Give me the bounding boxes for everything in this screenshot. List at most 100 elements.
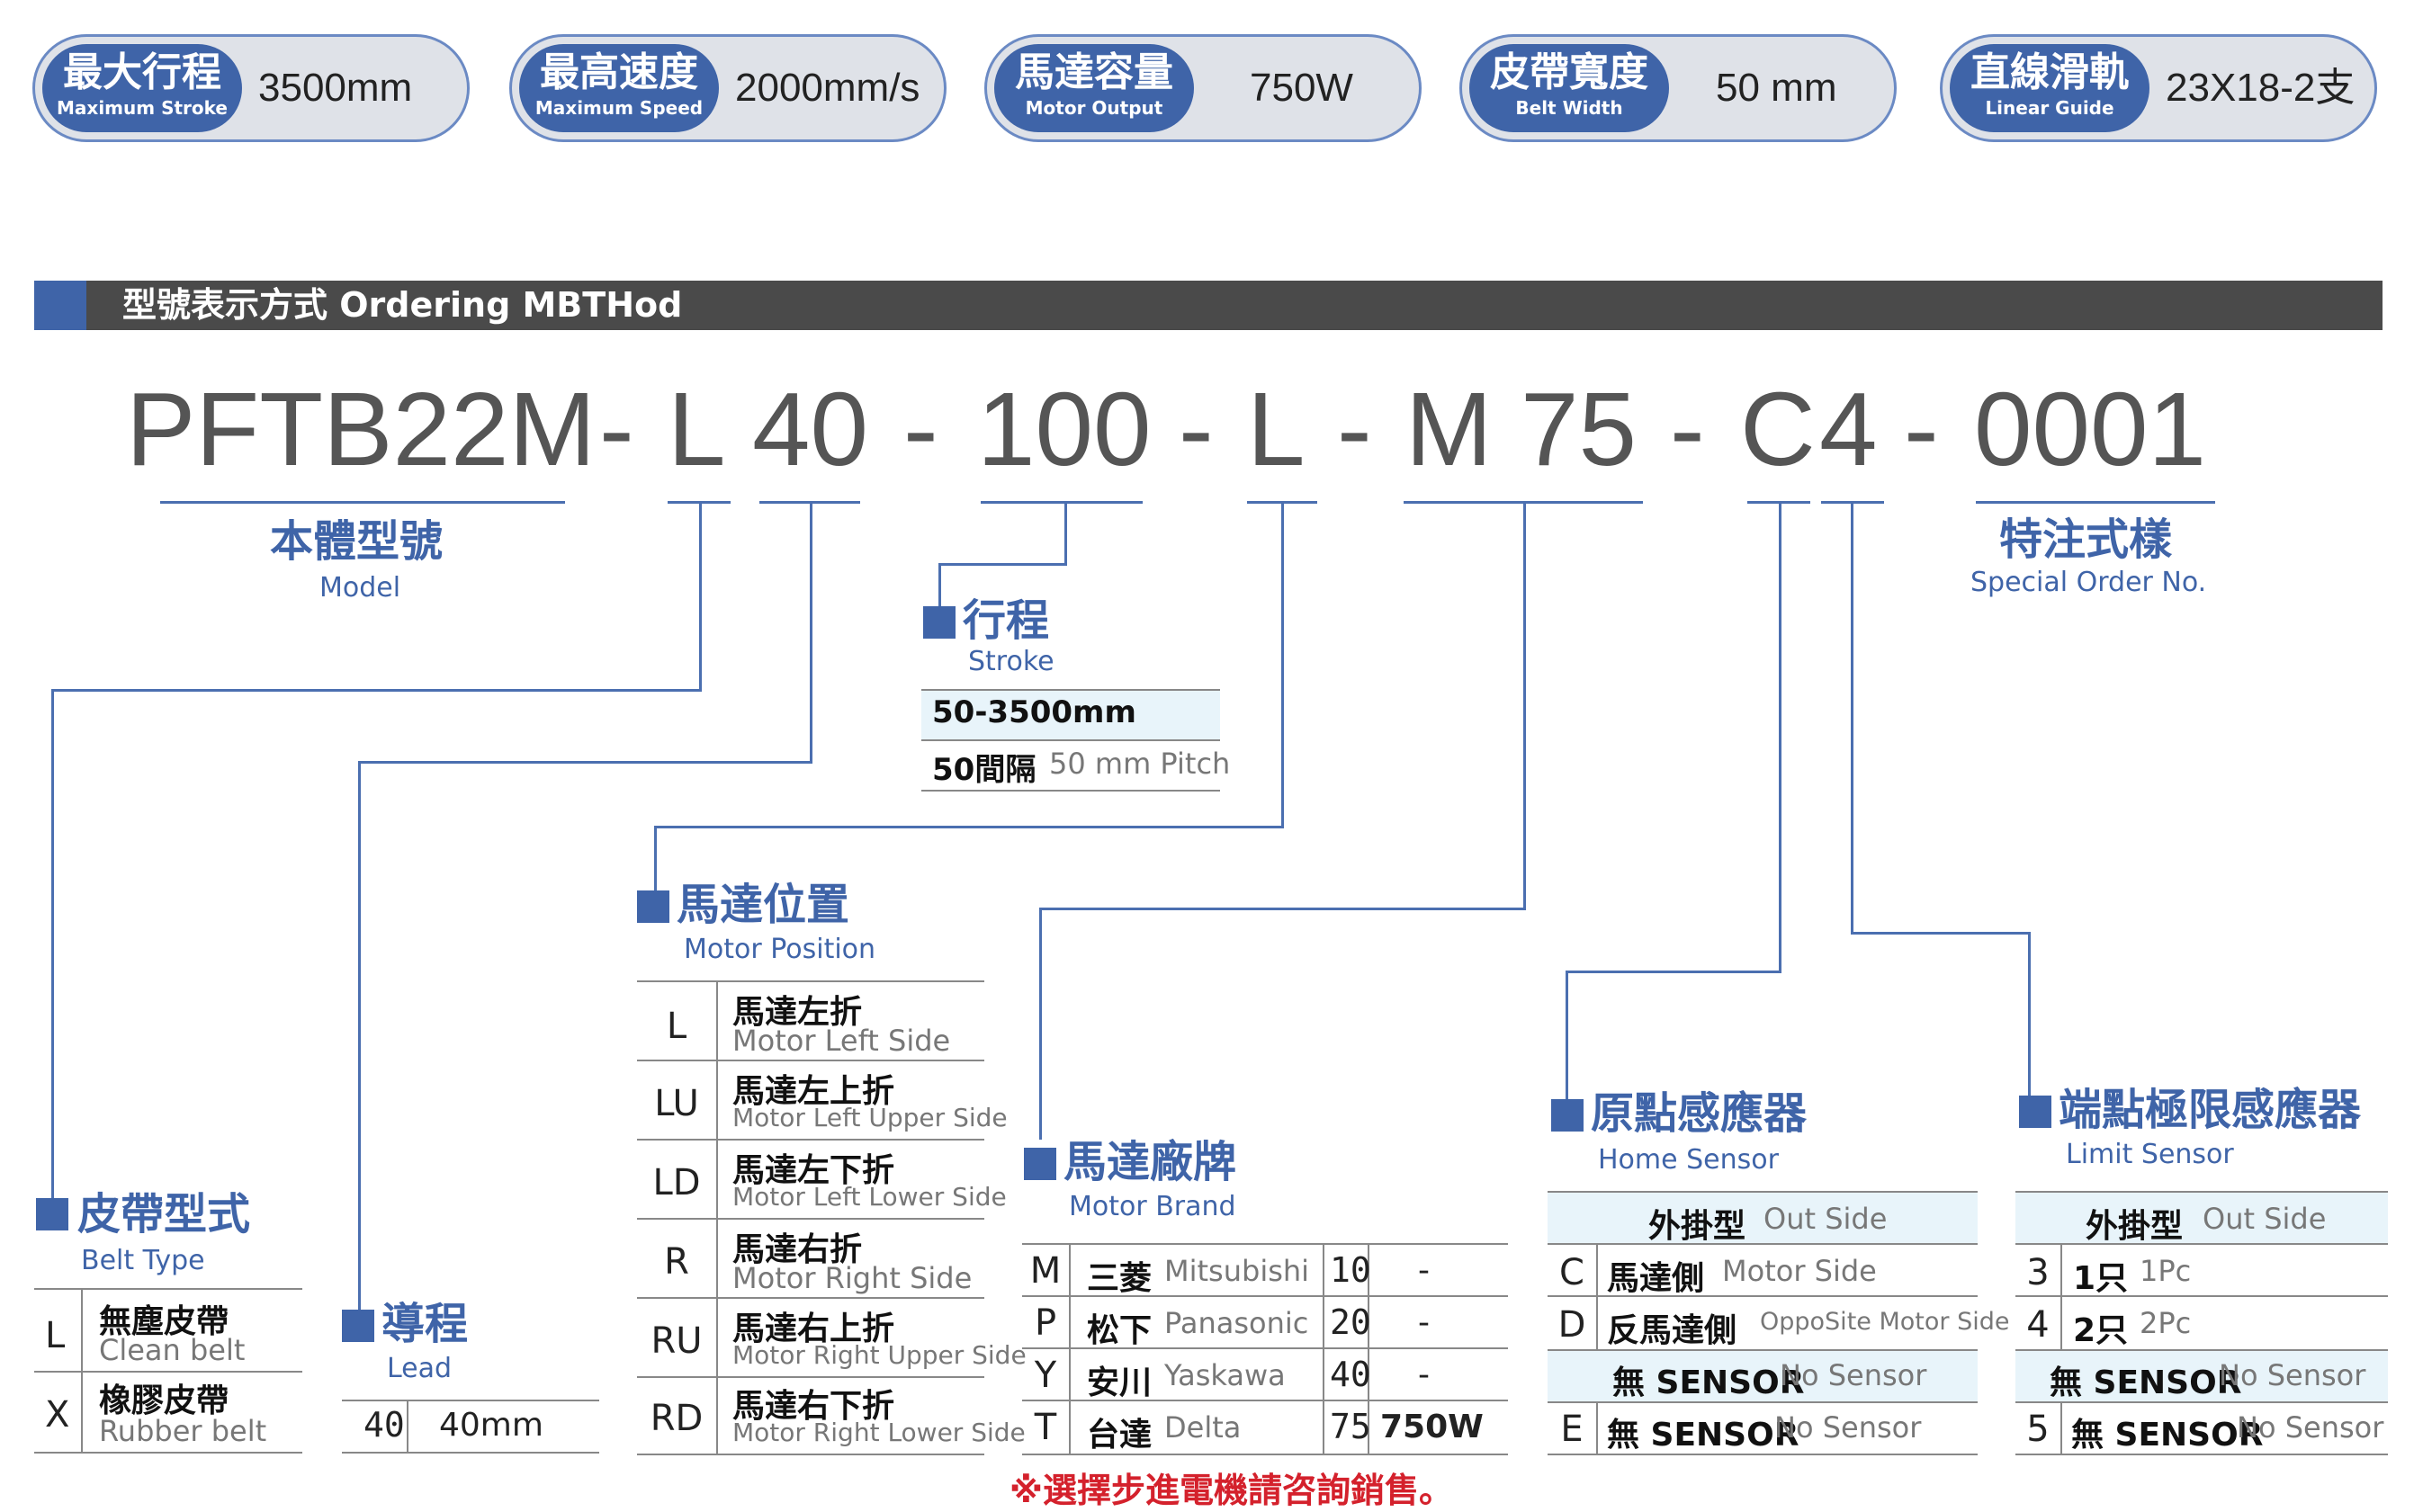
- limit-zh: 1只: [2073, 1260, 2129, 1297]
- row-divider: [1022, 1347, 1508, 1349]
- stroke-label-en: Stroke: [968, 646, 1054, 677]
- connector: [1566, 971, 1568, 1101]
- spec-max-stroke: 最大行程 Maximum Stroke 3500mm: [32, 34, 470, 142]
- code-belt: L: [668, 371, 726, 488]
- position-en: Motor Right Lower Side: [732, 1418, 1026, 1447]
- limit-none-row: [2015, 1351, 2388, 1401]
- stroke-label-zh: 行程: [963, 595, 1050, 646]
- row-divider: [34, 1371, 302, 1373]
- spec-zh: 最大行程: [63, 49, 221, 95]
- brand-label-zh: 馬達廠牌: [1063, 1137, 1237, 1187]
- position-en: Motor Left Side: [732, 1024, 951, 1058]
- belt-code: L: [45, 1315, 66, 1356]
- spec-en: Motor Output: [1025, 97, 1163, 119]
- brand-out: -: [1418, 1356, 1430, 1393]
- code-lead: 40: [752, 371, 869, 488]
- row-divider: [342, 1400, 599, 1401]
- row-divider: [342, 1452, 599, 1454]
- spec-zh: 直線滑軌: [1970, 49, 2129, 95]
- home-zh: 馬達側: [1607, 1260, 1705, 1297]
- limit-zh: 無 SENSOR: [2050, 1364, 2242, 1401]
- stroke-pitch-zh: 50間隔: [932, 752, 1036, 788]
- limit-label-zh: 端點極限感應器: [2059, 1085, 2362, 1135]
- special-label-zh: 特注式樣: [1999, 514, 2173, 565]
- limit-code: 3: [2026, 1252, 2050, 1293]
- code-special: 0001: [1974, 371, 2207, 488]
- col-divider: [2060, 1401, 2062, 1454]
- position-en: Motor Left Upper Side: [732, 1103, 1008, 1132]
- code-dash: -: [599, 371, 634, 488]
- home-zh: 無 SENSOR: [1607, 1417, 1799, 1454]
- home-code: E: [1560, 1409, 1584, 1450]
- home-header-zh: 外掛型: [1648, 1208, 1746, 1245]
- spec-en: Belt Width: [1515, 97, 1623, 119]
- row-divider: [1022, 1243, 1508, 1245]
- row-divider: [2015, 1295, 2388, 1297]
- home-en: No Sensor: [1774, 1410, 1922, 1445]
- row-divider: [1548, 1191, 1978, 1193]
- model-label-en: Model: [319, 572, 401, 604]
- position-zh: 馬達右下折: [732, 1388, 895, 1425]
- col-divider: [1069, 1245, 1071, 1454]
- home-header-en: Out Side: [1763, 1202, 1888, 1236]
- lead-label-zh: 導程: [381, 1299, 469, 1349]
- brand-en: Panasonic: [1164, 1306, 1309, 1340]
- position-zh: 馬達左下折: [732, 1152, 895, 1189]
- row-divider: [2015, 1454, 2388, 1455]
- belt-en: Clean belt: [99, 1333, 246, 1367]
- section-accent: [34, 281, 86, 330]
- position-zh: 馬達右折: [732, 1231, 863, 1268]
- row-divider: [637, 1139, 984, 1141]
- spec-en: Maximum Stroke: [57, 97, 228, 119]
- home-label-zh: 原點感應器: [1591, 1088, 1808, 1139]
- underline-model: [160, 501, 565, 504]
- code-dash: -: [1179, 371, 1214, 488]
- position-en: Motor Left Lower Side: [732, 1182, 1007, 1212]
- brand-num: 75: [1330, 1407, 1371, 1446]
- home-code: D: [1557, 1304, 1586, 1346]
- brand-zh: 松下: [1087, 1312, 1153, 1349]
- home-label-en: Home Sensor: [1598, 1144, 1779, 1176]
- code-model: PFTB22M: [126, 371, 597, 488]
- code-brand: M: [1405, 371, 1493, 488]
- lead-label-en: Lead: [387, 1353, 453, 1384]
- row-divider: [637, 1218, 984, 1220]
- belt-en: Rubber belt: [99, 1414, 267, 1448]
- underline-stroke: [981, 501, 1143, 504]
- connector: [1039, 908, 1526, 910]
- spec-caption: 直線滑軌 Linear Guide: [1950, 44, 2149, 132]
- connector: [654, 826, 1284, 828]
- connector: [654, 826, 657, 891]
- brand-out: -: [1418, 1252, 1430, 1289]
- limit-code: 4: [2026, 1304, 2050, 1346]
- spec-zh: 馬達容量: [1015, 49, 1173, 95]
- position-en: Motor Right Upper Side: [732, 1340, 1027, 1370]
- row-divider: [34, 1452, 302, 1454]
- row-divider: [2015, 1401, 2388, 1403]
- brand-code: P: [1034, 1302, 1057, 1344]
- brand-code: M: [1029, 1250, 1062, 1292]
- col-divider: [2060, 1245, 2062, 1349]
- brand-out: -: [1418, 1304, 1430, 1341]
- row-divider: [1548, 1243, 1978, 1245]
- stroke-pitch-en: 50 mm Pitch: [1049, 747, 1231, 781]
- limit-en: 2Pc: [2140, 1306, 2192, 1340]
- code-dash: -: [1904, 371, 1939, 488]
- belt-zh: 橡膠皮帶: [99, 1382, 229, 1419]
- connector: [1779, 501, 1781, 973]
- row-divider: [1022, 1400, 1508, 1401]
- brand-num: 20: [1330, 1302, 1371, 1342]
- code-output: 75: [1521, 371, 1638, 488]
- brand-en: Delta: [1164, 1410, 1242, 1445]
- brand-zh: 台達: [1087, 1417, 1153, 1454]
- brand-code: Y: [1034, 1355, 1057, 1396]
- stroke-range: 50-3500mm: [932, 694, 1136, 730]
- model-label-zh: 本體型號: [270, 516, 444, 567]
- spec-zh: 皮帶寬度: [1490, 49, 1648, 95]
- home-zh: 反馬達側: [1607, 1312, 1737, 1349]
- connector: [358, 761, 361, 1310]
- position-code: LU: [654, 1083, 699, 1124]
- code-dash: -: [1670, 371, 1705, 488]
- row-divider: [1548, 1401, 1978, 1403]
- connector: [358, 761, 812, 764]
